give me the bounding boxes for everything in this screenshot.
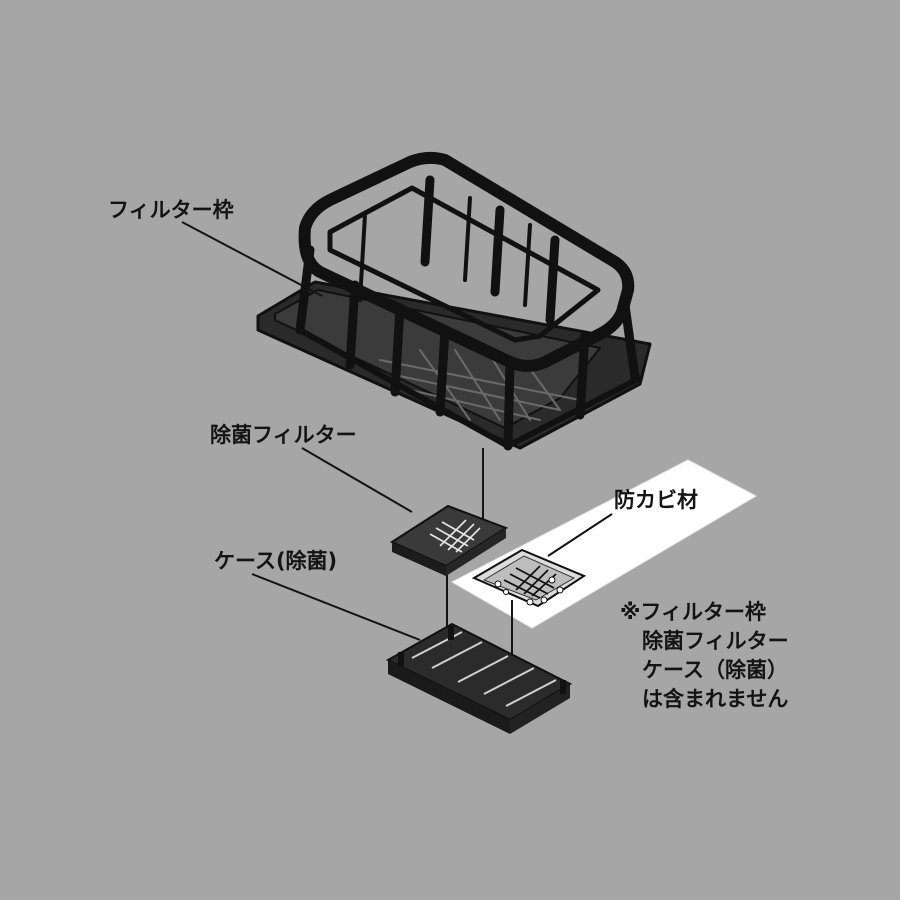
- label-case: ケース(除菌): [214, 549, 338, 573]
- note-line-4: は含まれません: [642, 687, 789, 711]
- label-antibacterial-filter: 除菌フィルター: [210, 423, 357, 447]
- label-filter-frame: フィルター枠: [108, 198, 234, 222]
- filter-frame-part: [256, 151, 652, 451]
- case-part: [385, 622, 573, 734]
- note-line-2: 除菌フィルター: [642, 629, 789, 653]
- antibacterial-filter-part: [389, 504, 509, 576]
- note-line-1: ※フィルター枠: [620, 600, 766, 624]
- exclusion-note: ※フィルター枠 除菌フィルター ケース（除菌） は含まれません: [620, 598, 789, 714]
- label-antimold: 防カビ材: [614, 488, 698, 512]
- antimold-pad-part: [471, 548, 587, 608]
- note-line-3: ケース（除菌）: [642, 658, 788, 682]
